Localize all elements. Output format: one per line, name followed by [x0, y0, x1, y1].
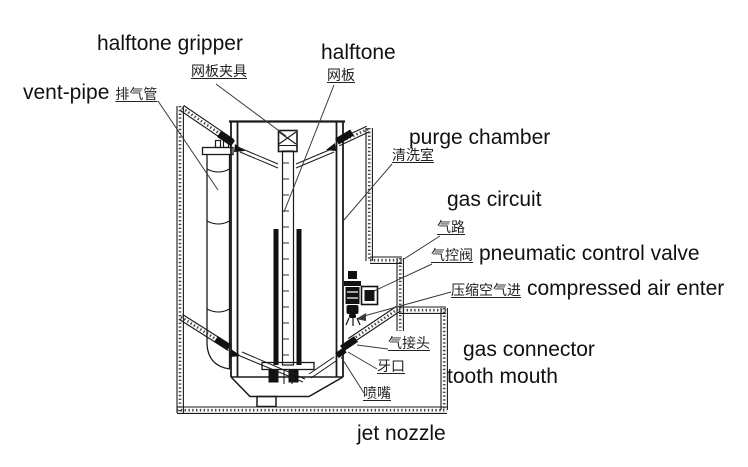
label-purge-chamber-en: purge chamber	[409, 126, 551, 149]
purge-chamber-outline	[229, 120, 345, 408]
leader-jet-nozzle	[340, 356, 365, 394]
label-vent-pipe: vent-pipe 排气管	[23, 81, 158, 104]
label-jet-nozzle-en: jet nozzle	[357, 422, 446, 445]
rod-base-plate	[261, 361, 315, 371]
label-gas-connector-en: gas connector	[463, 338, 595, 361]
compressed-air-arrowhead	[356, 313, 366, 321]
leader-pneumatic-valve	[373, 263, 433, 292]
guide-sleeve-left	[273, 229, 279, 365]
leader-purge-chamber	[343, 163, 393, 221]
label-tooth-mouth-en: tooth mouth	[447, 365, 558, 388]
label-compressed-air: 压缩空气进 compressed air enter	[451, 277, 725, 300]
leader-vent-pipe	[157, 100, 219, 191]
label-pneumatic-valve-en: pneumatic control valve	[479, 242, 700, 265]
label-vent-pipe-en: vent-pipe	[23, 81, 110, 104]
leader-gas-connector	[356, 344, 389, 350]
halftone-gripper-shape	[277, 129, 298, 153]
leader-tooth-mouth	[347, 351, 378, 370]
leader-compressed-air	[363, 291, 452, 317]
spray-lines	[239, 147, 337, 383]
guide-sleeve-right	[296, 229, 302, 365]
label-purge-chamber-zh: 清洗室	[392, 147, 434, 163]
leader-halftone	[283, 84, 335, 213]
spray-pipes	[179, 105, 401, 351]
halftone-rod-shape	[261, 150, 315, 384]
label-gas-circuit-en: gas circuit	[447, 188, 542, 211]
label-halftone-en: halftone	[321, 41, 396, 64]
label-compressed-air-zh: 压缩空气进	[451, 282, 521, 298]
label-gas-connector-zh: 气接头	[388, 335, 430, 351]
label-jet-nozzle-zh: 喷嘴	[363, 385, 391, 401]
label-halftone-zh: 网板	[327, 67, 355, 83]
label-halftone-gripper-zh: 网板夹具	[191, 63, 247, 79]
label-pneumatic-valve: 气控阀 pneumatic control valve	[431, 242, 700, 265]
leader-halftone-gripper	[215, 83, 287, 137]
leader-gas-circuit	[403, 235, 441, 260]
leader-lines	[157, 83, 452, 394]
label-vent-pipe-zh: 排气管	[115, 86, 158, 102]
outer-enclosure-wall	[176, 106, 448, 414]
pneumatic-valve	[344, 271, 379, 326]
label-gas-circuit-zh: 气路	[437, 219, 465, 235]
outlet-box	[256, 395, 277, 408]
label-tooth-mouth-zh: 牙口	[377, 358, 405, 374]
vent-pipe-shape	[201, 139, 234, 370]
label-pneumatic-valve-zh: 气控阀	[431, 247, 473, 263]
label-halftone-gripper-en: halftone gripper	[97, 32, 243, 55]
label-compressed-air-en: compressed air enter	[527, 277, 725, 300]
nozzle-fittings	[214, 129, 358, 358]
